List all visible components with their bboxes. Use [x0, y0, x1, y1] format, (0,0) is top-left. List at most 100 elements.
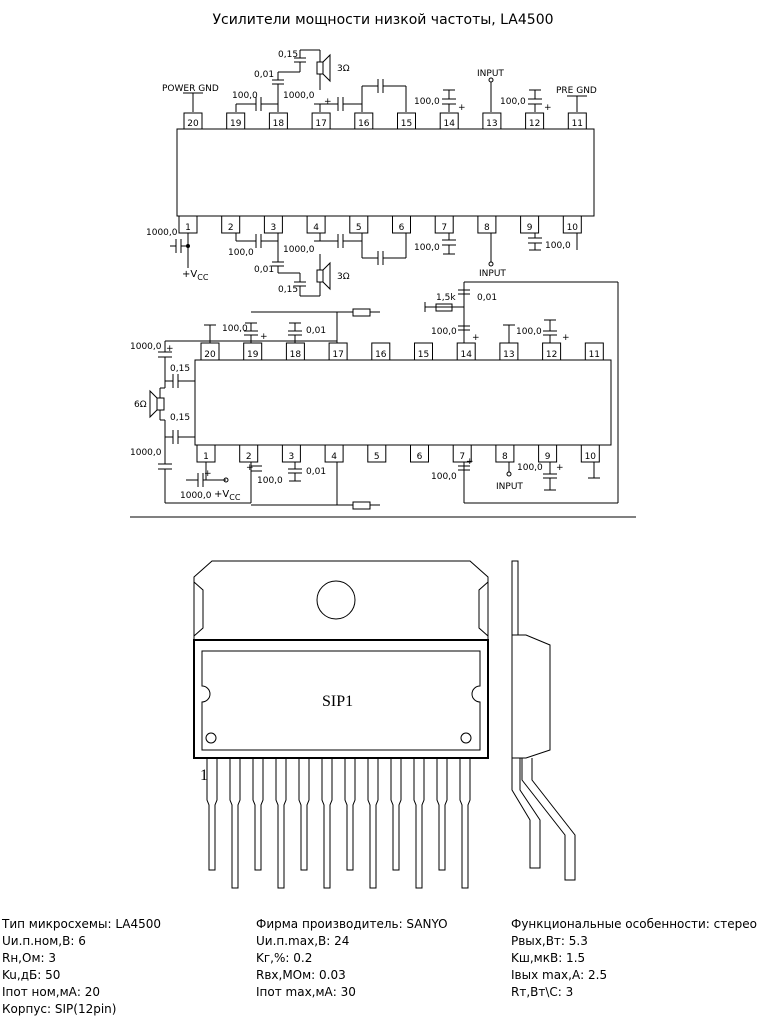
mounting-hole: [316, 580, 356, 620]
upper-top-pin-number: 15: [401, 119, 412, 129]
param-manufacturer: Фирма производитель: SANYO: [256, 917, 448, 931]
package-name: SIP1: [322, 693, 353, 710]
lower-bottom-pin-7: 7: [452, 444, 472, 463]
upper-top-pin-14: 14: [439, 112, 459, 130]
lower-bottom-pin-number: 9: [545, 452, 551, 462]
c1000-bot-label: 1000,0: [283, 245, 315, 255]
upper-bottom-pin-2: 2: [221, 215, 241, 234]
lower-bottom-pin-9: 9: [538, 444, 558, 463]
upper-bottom-pin-number: 1: [185, 223, 191, 233]
package-lead: [321, 758, 333, 889]
upper-chip-body: [176, 128, 595, 217]
upper-top-pin-13: 13: [482, 112, 502, 130]
params-col-1: Тип микросхемы: LA4500 Uи.п.ном,В: 6 Rн,…: [2, 916, 161, 1018]
upper-top-pin-number: 12: [529, 119, 540, 129]
lower-top-pin-17: 17: [328, 342, 348, 361]
param-thd: Kг,%: 0.2: [256, 951, 313, 965]
params-col-3: Функциональные особенности: стерео Pвых,…: [511, 916, 757, 1001]
lower-bottom-pin-number: 4: [331, 452, 337, 462]
param-output-power: Pвых,Вт: 5.3: [511, 934, 588, 948]
input-lower-label: INPUT: [496, 482, 523, 492]
svg-text:+: +: [544, 103, 552, 113]
vcc-sub-lower-label: CC: [229, 493, 241, 502]
c001-pin3-lower-label: 0,01: [306, 467, 326, 477]
upper-bottom-pin-number: 8: [484, 223, 490, 233]
lower-bottom-pin-number: 3: [289, 452, 295, 462]
package-lead: [459, 758, 471, 889]
svg-text:+: +: [556, 463, 564, 473]
param-features: Функциональные особенности: стерео: [511, 917, 757, 931]
lower-top-pin-number: 19: [247, 350, 259, 360]
lower-top-pin-14: 14: [456, 342, 476, 361]
lower-top-pin-19: 19: [243, 342, 263, 361]
param-output-current: Iвых max,А: 2.5: [511, 968, 608, 982]
lower-top-pin-11: 11: [584, 342, 604, 361]
pin1-label: 1: [200, 767, 208, 784]
package-drawing: SIP1 1: [193, 560, 576, 889]
speaker-lower-label: 6Ω: [134, 400, 147, 410]
upper-bottom-pin-number: 9: [527, 223, 533, 233]
pre-gnd-label: PRE GND: [556, 86, 597, 96]
upper-bottom-pin-10: 10: [562, 215, 582, 234]
upper-top-pin-11: 11: [567, 112, 587, 130]
upper-top-pin-number: 16: [358, 119, 370, 129]
package-lead: [367, 758, 379, 889]
upper-bottom-pin-number: 3: [271, 223, 277, 233]
upper-bottom-pin-number: 2: [228, 223, 234, 233]
lower-top-pin-number: 16: [375, 350, 387, 360]
c100-pin9-label: 100,0: [545, 241, 571, 251]
input-bottom-label: INPUT: [479, 269, 506, 279]
package-leads: [206, 758, 471, 889]
upper-bottom-pin-6: 6: [392, 215, 411, 234]
params-col-2: Фирма производитель: SANYO Uи.п.max,В: 2…: [256, 916, 448, 1001]
svg-text:+: +: [166, 344, 174, 354]
upper-bottom-pin-5: 5: [349, 215, 369, 234]
upper-bottom-pin-3: 3: [263, 215, 283, 234]
lower-top-pin-16: 16: [371, 342, 391, 361]
package-lead: [252, 758, 264, 871]
svg-text:+VCC: +VCC: [214, 489, 241, 502]
param-package: Корпус: SIP(12pin): [2, 1002, 117, 1016]
c001-pin18-lower-label: 0,01: [306, 326, 326, 336]
input-top-label: INPUT: [477, 69, 504, 79]
lower-top-pin-number: 17: [332, 350, 343, 360]
c1000-bot-lower-label: 1000,0: [130, 448, 162, 458]
param-input-resistance: Rвх,МОм: 0.03: [256, 968, 346, 982]
upper-bottom-pin-number: 10: [567, 223, 579, 233]
lower-bottom-pin-4: 4: [324, 444, 344, 463]
param-current-nominal: Iпот ном,мА: 20: [2, 985, 100, 999]
package-lead: [275, 758, 287, 889]
c100-pin7-label: 100,0: [414, 243, 440, 253]
upper-top-pin-19: 19: [226, 112, 246, 130]
c1000-vcc-lower-label: 1000,0: [180, 491, 212, 501]
upper-bottom-pin-1: 1: [178, 215, 198, 234]
lower-bottom-pin-number: 7: [459, 452, 465, 462]
upper-top-pin-15: 15: [397, 112, 416, 130]
lower-top-pin-number: 12: [546, 350, 557, 360]
upper-top-pin-20: 20: [183, 112, 203, 130]
param-gain: Ku,дБ: 50: [2, 968, 61, 982]
upper-top-pin-number: 17: [315, 119, 326, 129]
lower-bottom-pin-number: 8: [502, 452, 508, 462]
vcc-sub-label: CC: [197, 273, 209, 282]
lower-bottom-pin-3: 3: [281, 444, 301, 463]
package-lead: [390, 758, 402, 871]
param-thermal: Rт,Вт\С: 3: [511, 985, 574, 999]
svg-text:+: +: [204, 469, 212, 479]
c100-pin12-label: 100,0: [500, 97, 526, 107]
lower-top-pin-15: 15: [414, 342, 433, 361]
lower-bottom-pin-number: 2: [246, 452, 252, 462]
svg-text:+: +: [246, 463, 254, 473]
upper-bottom-pin-number: 5: [356, 223, 362, 233]
lower-bottom-pin-number: 10: [585, 452, 597, 462]
lower-bottom-pin-2: 2: [239, 444, 259, 463]
lower-bottom-pin-number: 5: [374, 452, 380, 462]
lower-top-pin-12: 12: [542, 342, 562, 361]
c100-pin12-lower-label: 100,0: [516, 327, 542, 337]
lower-top-pin-number: 20: [204, 350, 216, 360]
param-noise: Kш,мкВ: 1.5: [511, 951, 586, 965]
upper-top-pin-number: 19: [230, 119, 242, 129]
speaker-bottom-label: 3Ω: [337, 272, 350, 282]
